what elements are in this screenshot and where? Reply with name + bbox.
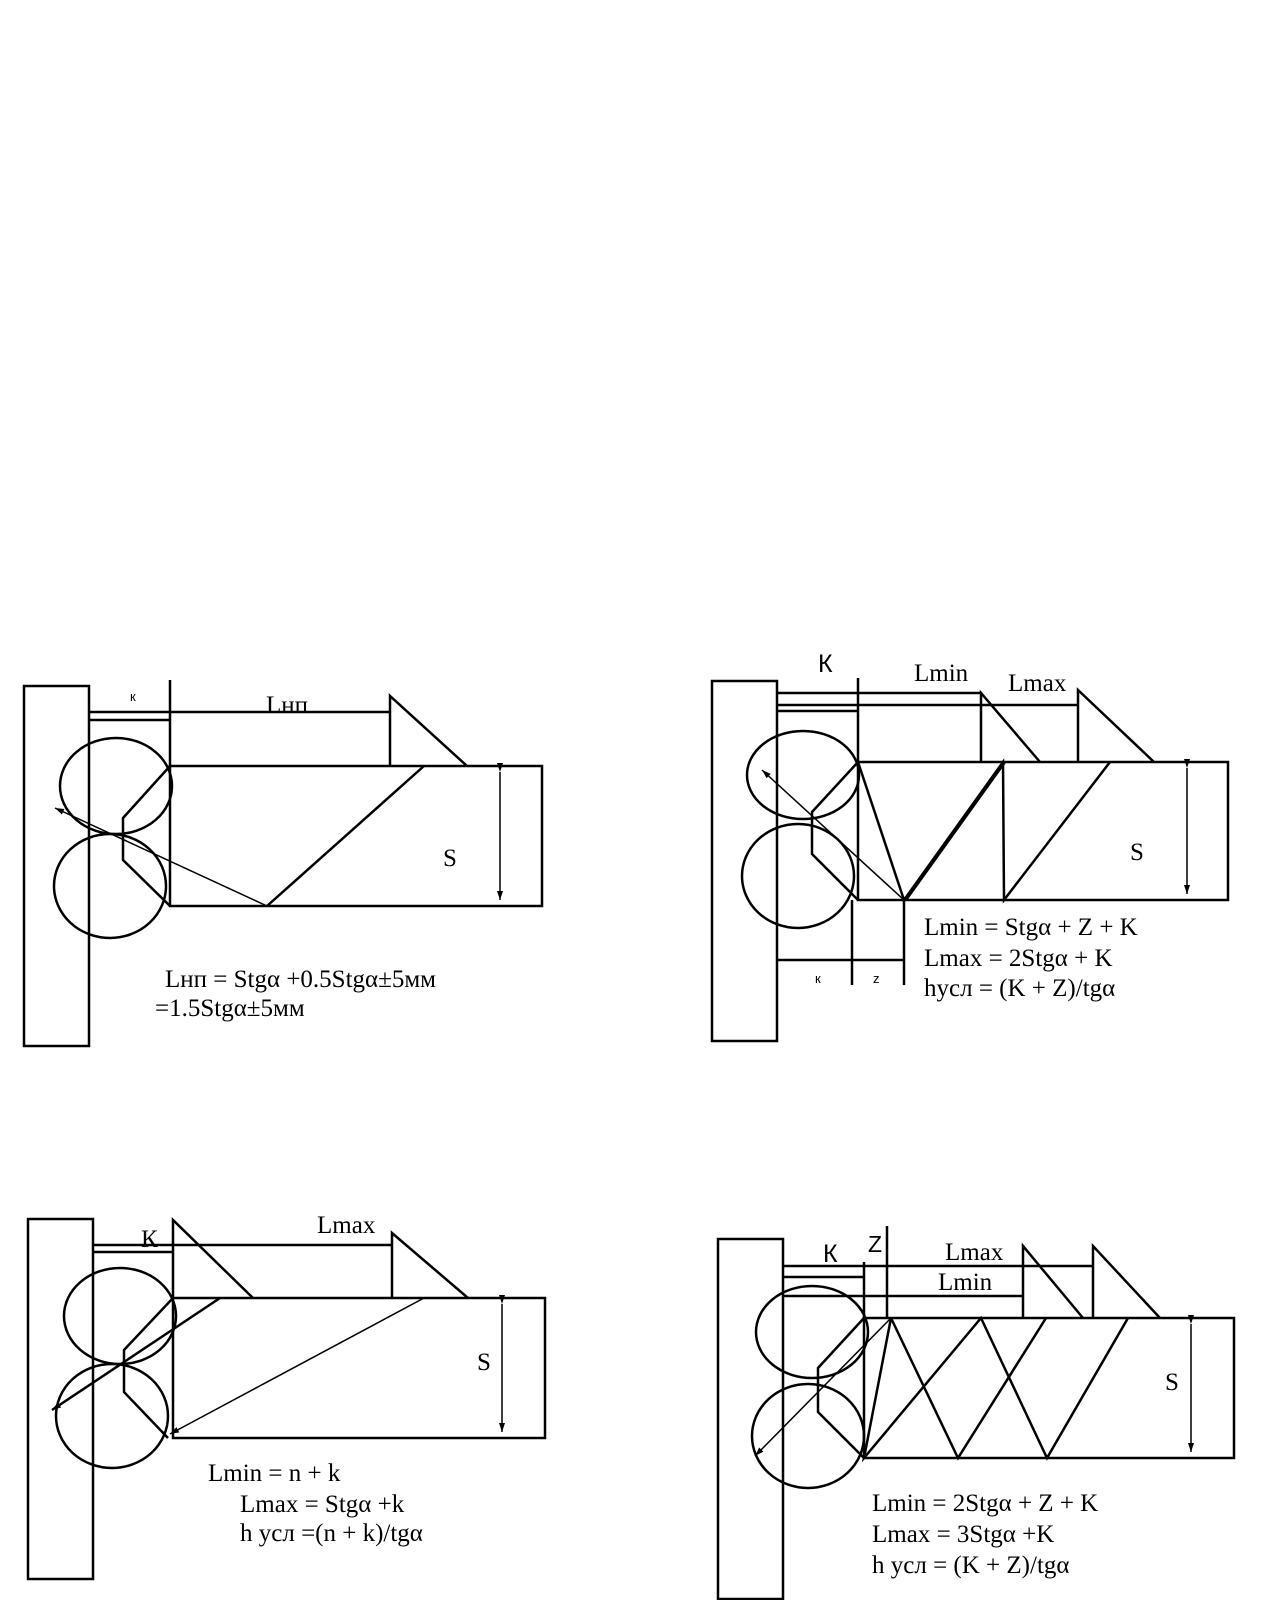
probe-wedge-lmin (1021, 1242, 1084, 1319)
bottom-kz-dimension (777, 900, 906, 985)
dimension-lines (777, 678, 1078, 762)
lmax-label: Lmax (945, 1239, 1004, 1266)
weld-bead-top (58, 736, 174, 836)
probe-wedge-lmax (1091, 1242, 1161, 1319)
formula-line-1: Lmin = 2Stgα + Z + K (872, 1490, 1098, 1517)
beam-from-large-probe (169, 1297, 425, 1435)
formula-line-1: Lнп = Stgα +0.5Stgα±5мм (165, 966, 436, 993)
beam-zigzag-lmax (861, 1315, 1130, 1463)
formula-line-1: Lmin = Stgα + Z + K (924, 914, 1138, 941)
weld-bead-bottom (740, 822, 856, 930)
thickness-label: S (443, 845, 457, 872)
beam-zigzag-lmin (889, 1317, 1048, 1461)
formula-line-2: =1.5Stgα±5мм (155, 995, 305, 1022)
formula-line-1: Lmin = n + k (208, 1460, 341, 1487)
lmax-label: Lmax (317, 1212, 376, 1239)
weld-groove (816, 1317, 865, 1459)
lmax-label: Lmax (1008, 670, 1067, 697)
beam-zigzag-lmin (904, 761, 1007, 901)
weld-bead-top (745, 729, 861, 821)
transducer-body (26, 1217, 95, 1581)
beam-from-small-probe (51, 1296, 221, 1412)
transducer-body (710, 679, 779, 1043)
formula-line-2: Lmax = 2Stgα + K (924, 945, 1113, 972)
panel-bottom-right: К Z Lmax Lmin S Lmin = 2Stgα + Z + K Lma… (716, 1226, 1236, 1600)
formula-line-3: hусл = (K + Z)/tgα (924, 975, 1115, 1002)
formula-line-3: h усл = (K + Z)/tgα (872, 1552, 1070, 1579)
probe-wedge (388, 693, 468, 767)
beam-path (754, 1317, 892, 1457)
plate (168, 764, 544, 908)
probe-wedge-lmax (1076, 687, 1155, 763)
k-dimension (93, 1243, 173, 1254)
thickness-label: S (477, 1349, 491, 1376)
transducer-body (716, 1237, 785, 1600)
panel-top-left: к Lнп S Lнп = Stgα +0.5Stgα±5мм =1.5Stgα… (22, 680, 544, 1048)
thickness-label: S (1165, 1369, 1179, 1396)
k-label: К (141, 1226, 158, 1253)
plate (862, 1316, 1236, 1460)
panel-top-right: К Lmin Lmax S к z Lmin = Stgα + Z + K Lm… (710, 650, 1230, 1043)
panel-bottom-left: К Lmax S Lmin = n + k Lmax = Stgα +k h у… (26, 1212, 547, 1581)
k-label: к (130, 689, 136, 704)
k-dimension (89, 680, 172, 766)
k-label: К (823, 1240, 838, 1268)
weld-bead-bottom (750, 1382, 866, 1490)
plate (171, 1296, 547, 1440)
k-label-bottom: к (815, 971, 821, 986)
probe-wedge-lmin (979, 689, 1041, 763)
weld-groove (810, 761, 859, 901)
probe-wedge-large (390, 1230, 469, 1299)
formula-line-2: Lmax = Stgα +k (240, 1491, 405, 1518)
weld-bead-top (62, 1266, 178, 1366)
plate (856, 760, 1230, 902)
formula-line-3: h усл =(n + k)/tgα (240, 1520, 423, 1547)
k-label-top: К (818, 650, 833, 678)
lnp-label: Lнп (266, 692, 308, 719)
beam-reflected (266, 765, 425, 907)
thickness-label: S (1130, 839, 1144, 866)
weld-groove (122, 1297, 174, 1439)
formula-line-2: Lmax = 3Stgα +K (872, 1521, 1054, 1548)
beam-path (761, 769, 905, 901)
beam-zigzag (856, 758, 1111, 904)
weld-bead-bottom (54, 1362, 170, 1470)
dimension-lines (783, 1226, 1093, 1318)
beam-path (54, 807, 268, 907)
transducer-body (22, 684, 91, 1048)
lmin-label: Lmin (938, 1269, 993, 1296)
weld-bead-top (754, 1284, 870, 1380)
probe-wedge-small (171, 1217, 254, 1299)
lmin-label: Lmin (914, 660, 969, 687)
z-label-bottom: z (873, 971, 880, 986)
z-label: Z (868, 1231, 882, 1257)
